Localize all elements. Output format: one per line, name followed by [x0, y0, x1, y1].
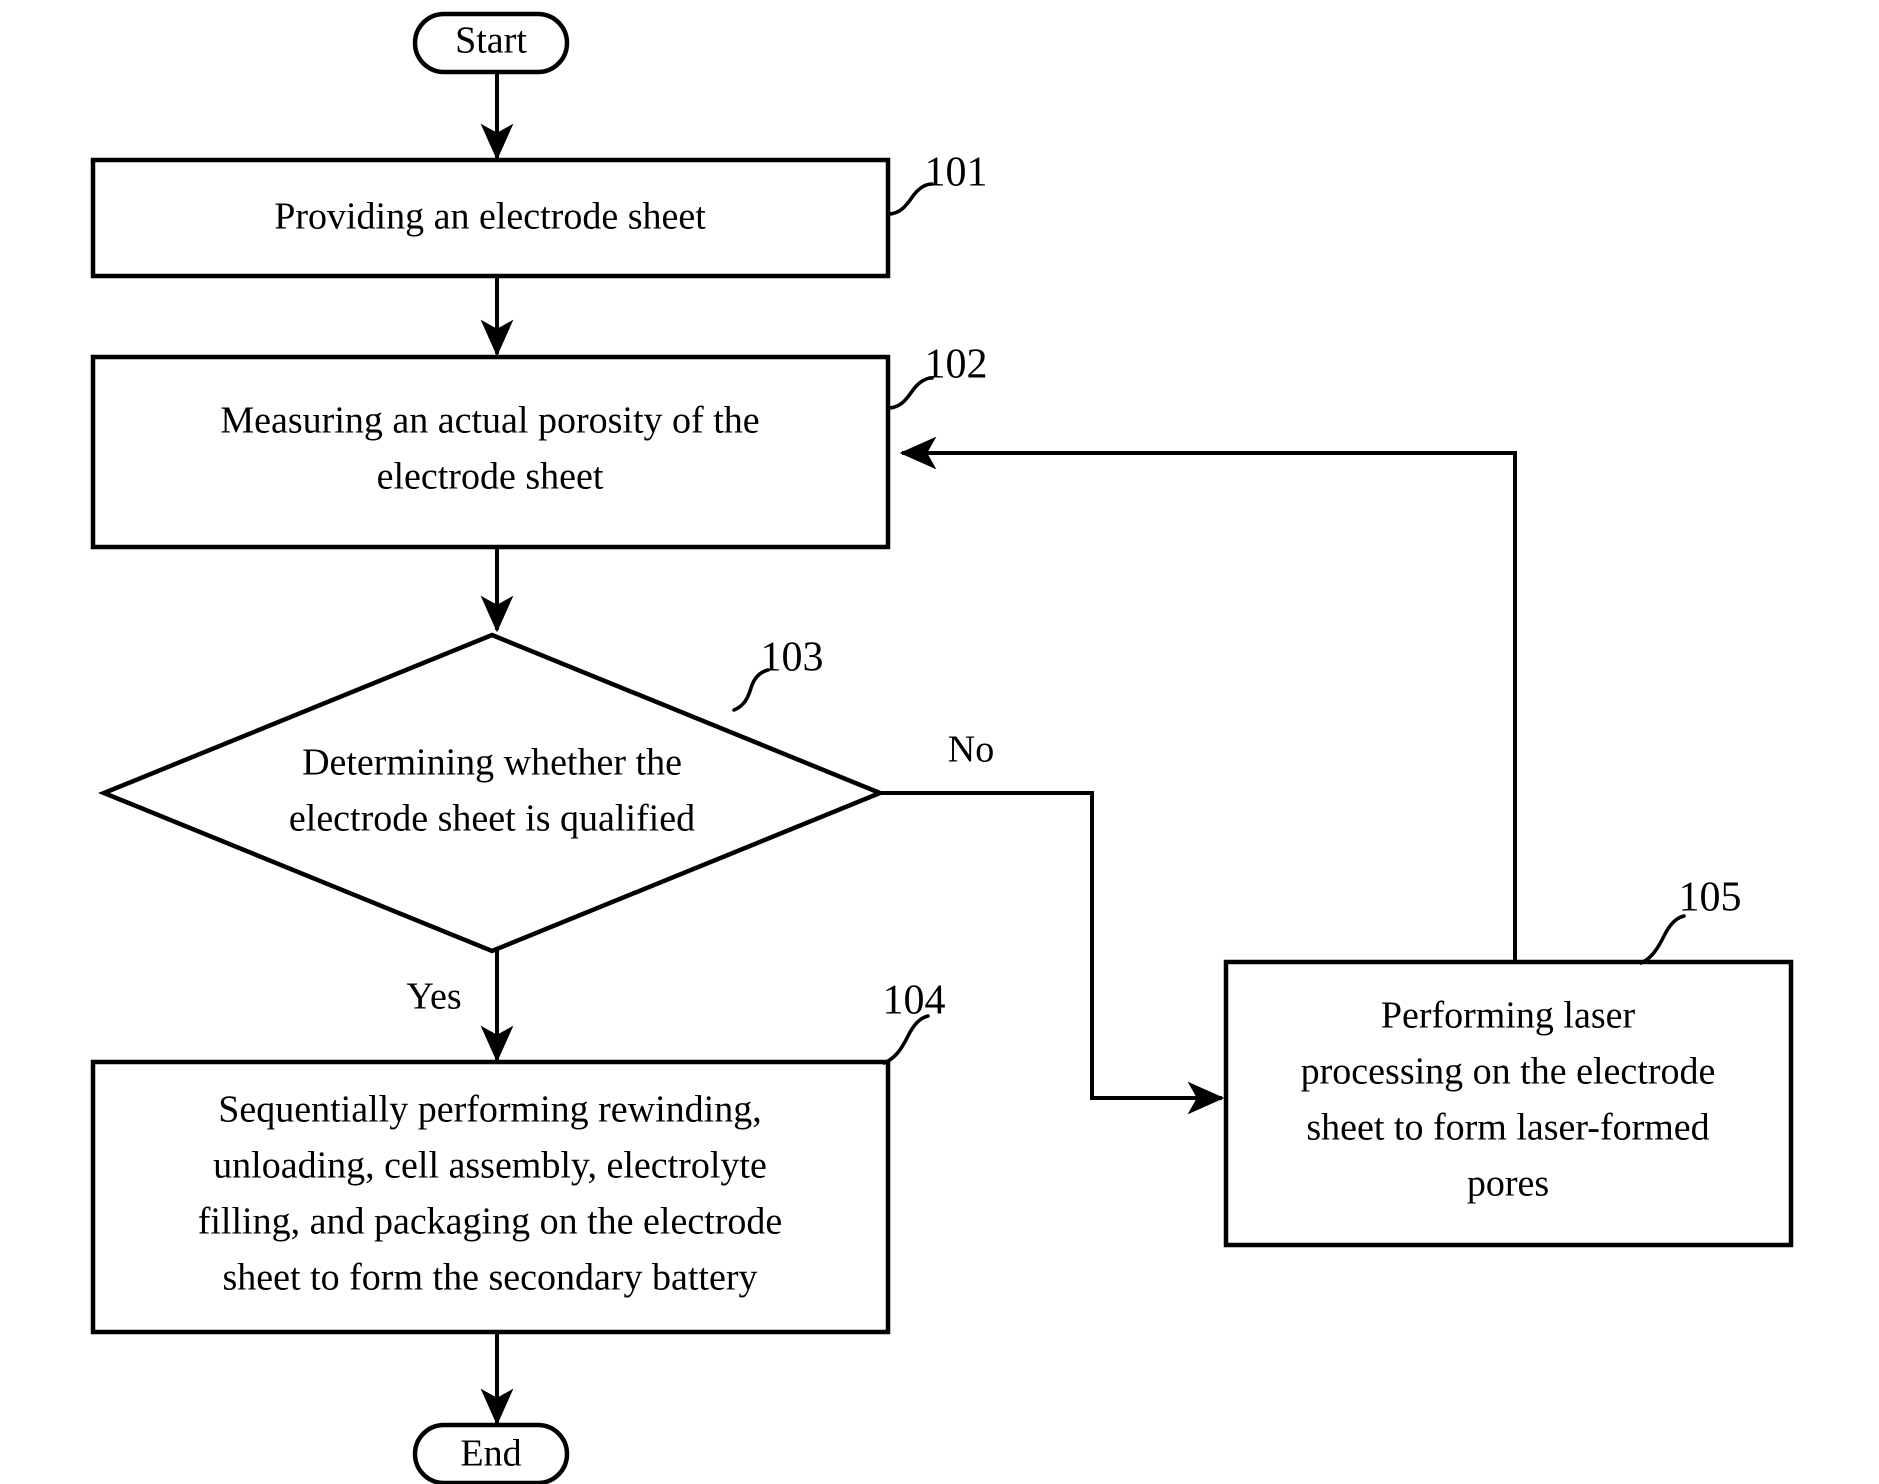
node-start[interactable]: Start — [412, 11, 570, 75]
step-101-shape — [90, 157, 891, 279]
ref-101-leader — [886, 182, 934, 216]
node-step-101[interactable]: Providing an electrode sheet — [90, 157, 891, 279]
ref-104-leader — [882, 1014, 930, 1065]
step-105-label-line1: Performing laser — [1381, 995, 1636, 1037]
step-102-label-line1: Measuring an actual porosity of the — [220, 400, 759, 442]
edge-label-no: No — [948, 729, 994, 771]
step-104-shape — [90, 1059, 891, 1335]
start-label: Start — [455, 20, 527, 62]
ref-102-leader — [886, 376, 934, 410]
step-101-label: Providing an electrode sheet — [274, 196, 706, 238]
start-terminator-shape — [412, 11, 570, 75]
edge-105-to-102-feedback — [899, 436, 1517, 962]
step-103-shape — [98, 632, 886, 954]
node-step-103[interactable]: Determining whether the electrode sheet … — [98, 632, 886, 954]
step-103-label-line2: electrode sheet is qualified — [289, 798, 695, 840]
node-step-104[interactable]: Sequentially performing rewinding, unloa… — [90, 1059, 891, 1335]
step-103-label-line1: Determining whether the — [302, 742, 682, 784]
end-label: End — [460, 1433, 521, 1475]
step-105-label-line4: pores — [1467, 1163, 1549, 1205]
step-104-label-line4: sheet to form the secondary battery — [223, 1257, 758, 1299]
step-105-shape — [1223, 959, 1794, 1248]
node-step-105[interactable]: Performing laser processing on the elect… — [1223, 959, 1794, 1248]
step-105-label-line3: sheet to form laser-formed — [1306, 1107, 1709, 1149]
step-102-shape — [90, 354, 891, 550]
ref-104-label: 104 — [883, 978, 946, 1024]
ref-105-label: 105 — [1679, 875, 1742, 921]
ref-105-leader — [1639, 914, 1686, 965]
step-104-label-line3: filling, and packaging on the electrode — [198, 1201, 783, 1243]
edge-103-to-105-no — [880, 791, 1225, 1115]
ref-103-label: 103 — [761, 635, 824, 681]
step-104-label-line1: Sequentially performing rewinding, — [218, 1089, 762, 1131]
edge-label-yes: Yes — [406, 976, 461, 1018]
step-105-label-line2: processing on the electrode — [1301, 1051, 1716, 1093]
step-104-label-line2: unloading, cell assembly, electrolyte — [213, 1145, 767, 1187]
ref-103-leader — [732, 668, 770, 712]
node-end[interactable]: End — [412, 1422, 570, 1484]
ref-102-label: 102 — [925, 342, 988, 388]
ref-101-label: 101 — [925, 150, 988, 196]
node-step-102[interactable]: Measuring an actual porosity of the elec… — [90, 354, 891, 550]
end-terminator-shape — [412, 1422, 570, 1484]
step-102-label-line2: electrode sheet — [377, 456, 604, 498]
